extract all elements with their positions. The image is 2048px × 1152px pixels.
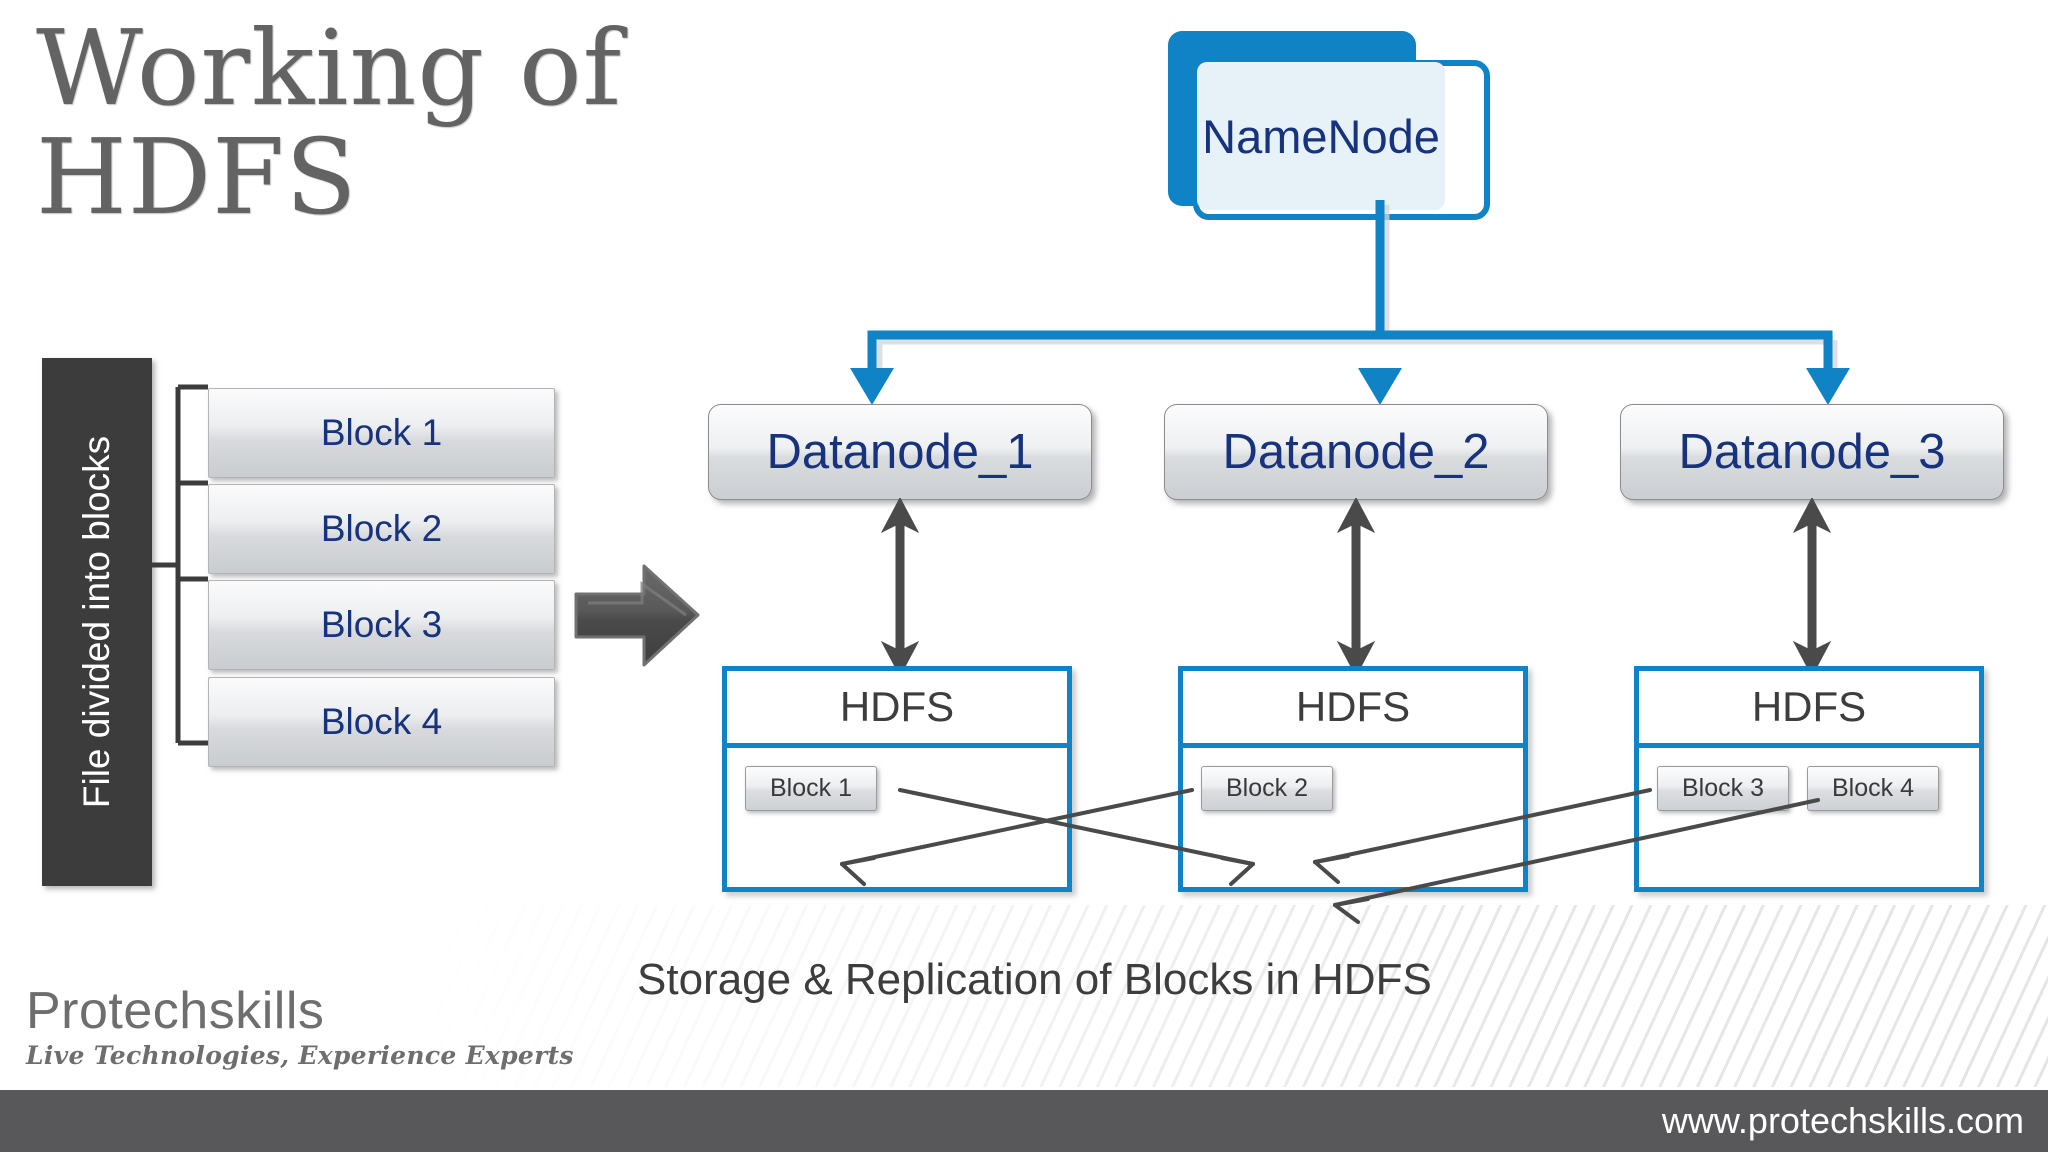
stored-block-chip-label: Block 3 <box>1682 774 1764 802</box>
connector-arrowheads <box>850 368 1850 405</box>
stored-block-chip[interactable]: Block 4 <box>1807 766 1939 811</box>
source-block-3-label: Block 3 <box>320 604 443 645</box>
source-block-1[interactable]: Block 1 <box>208 388 555 478</box>
source-block-4-label: Block 4 <box>320 701 443 742</box>
footer-website-url: www.protechskills.com <box>1661 1100 2024 1141</box>
hdfs-storage-3-body: Block 3 Block 4 <box>1639 748 1979 811</box>
hdfs-storage-3-title: HDFS <box>1751 683 1867 730</box>
hdfs-storage-1-header: HDFS <box>727 671 1067 748</box>
source-block-4[interactable]: Block 4 <box>208 677 555 767</box>
namenode-node[interactable]: NameNode <box>1150 18 1500 248</box>
hdfs-storage-1-title: HDFS <box>839 683 955 730</box>
diagram-caption: Storage & Replication of Blocks in HDFS <box>637 955 1432 1004</box>
datanode-3-storage-link-arrow <box>1792 498 1832 676</box>
hdfs-storage-2-body: Block 2 <box>1183 748 1523 811</box>
bracket-connector <box>148 384 208 746</box>
hdfs-storage-3[interactable]: HDFS Block 3 Block 4 <box>1634 666 1984 892</box>
hdfs-storage-2-title: HDFS <box>1295 683 1411 730</box>
datanode-2-storage-link-arrow <box>1336 498 1376 676</box>
hdfs-storage-3-header: HDFS <box>1639 671 1979 748</box>
page-title-line-2: HDFS <box>36 116 358 239</box>
namenode-inner-panel: NameNode <box>1197 62 1445 210</box>
datanode-3[interactable]: Datanode_3 <box>1620 404 2004 500</box>
stored-block-chip[interactable]: Block 1 <box>745 766 877 811</box>
datanode-3-label: Datanode_3 <box>1678 425 1946 479</box>
datanode-1-label: Datanode_1 <box>766 425 1034 479</box>
hdfs-storage-1[interactable]: HDFS Block 1 <box>722 666 1072 892</box>
stored-block-chip[interactable]: Block 3 <box>1657 766 1789 811</box>
hdfs-storage-2-header: HDFS <box>1183 671 1523 748</box>
hdfs-storage-1-body: Block 1 <box>727 748 1067 811</box>
namenode-to-datanodes-connector <box>850 200 1850 405</box>
source-block-2[interactable]: Block 2 <box>208 484 555 574</box>
stored-block-chip[interactable]: Block 2 <box>1201 766 1333 811</box>
brand-logo: Protechskills Live Technologies, Experie… <box>26 985 574 1070</box>
right-arrow-icon <box>574 564 700 667</box>
source-block-3[interactable]: Block 3 <box>208 580 555 670</box>
stored-block-chip-label: Block 4 <box>1832 774 1914 802</box>
source-block-2-label: Block 2 <box>320 508 443 549</box>
page-title-line-1: Working of <box>36 7 623 129</box>
file-divided-banner: File divided into blocks <box>42 358 152 886</box>
datanode-2[interactable]: Datanode_2 <box>1164 404 1548 500</box>
datanode-2-label: Datanode_2 <box>1222 425 1490 479</box>
stored-block-chip-label: Block 2 <box>1226 774 1308 802</box>
file-divided-banner-label: File divided into blocks <box>76 435 117 809</box>
namenode-label: NameNode <box>1202 109 1440 163</box>
page-title: Working of HDFS <box>36 7 656 239</box>
datanode-1[interactable]: Datanode_1 <box>708 404 1092 500</box>
footer-bar: www.protechskills.com <box>0 1090 2048 1152</box>
stored-block-chip-label: Block 1 <box>770 774 852 802</box>
datanode-1-storage-link-arrow <box>880 498 920 676</box>
source-block-1-label: Block 1 <box>320 412 443 453</box>
brand-tagline: Live Technologies, Experience Experts <box>26 1041 574 1070</box>
hdfs-storage-2[interactable]: HDFS Block 2 <box>1178 666 1528 892</box>
brand-name: Protechskills <box>26 982 325 1040</box>
